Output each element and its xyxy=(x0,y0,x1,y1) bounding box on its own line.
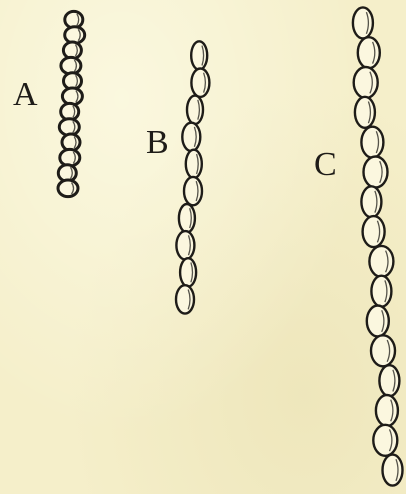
cell-b-9 xyxy=(180,258,196,286)
cell-c-6 xyxy=(364,157,388,188)
cell-c-12 xyxy=(371,335,395,366)
cell-c-11 xyxy=(367,306,389,337)
cell-c-9 xyxy=(369,246,393,277)
cell-chain-b xyxy=(176,41,209,313)
cell-a-6 xyxy=(62,88,82,105)
cell-c-1 xyxy=(353,7,373,38)
cell-c-3 xyxy=(354,67,378,98)
cell-c-8 xyxy=(363,216,385,247)
cell-b-8 xyxy=(176,231,194,259)
cell-b-6 xyxy=(184,177,202,205)
cell-c-7 xyxy=(361,186,381,217)
cell-c-5 xyxy=(361,127,383,158)
cell-chain-a xyxy=(58,11,85,196)
cell-b-1 xyxy=(191,41,207,69)
cell-c-15 xyxy=(373,425,397,456)
cell-chain-c xyxy=(353,7,403,485)
cell-b-10 xyxy=(176,285,194,313)
cell-c-16 xyxy=(383,455,403,486)
cell-b-7 xyxy=(179,204,195,232)
cell-b-4 xyxy=(182,123,200,151)
cell-b-5 xyxy=(186,150,202,178)
cell-a-12 xyxy=(58,180,78,197)
cell-c-4 xyxy=(355,97,375,128)
cell-c-10 xyxy=(371,276,391,307)
cell-b-3 xyxy=(187,96,203,124)
cell-c-13 xyxy=(379,365,399,396)
cell-b-2 xyxy=(191,69,209,97)
cell-c-2 xyxy=(358,37,380,68)
cell-c-14 xyxy=(376,395,398,426)
